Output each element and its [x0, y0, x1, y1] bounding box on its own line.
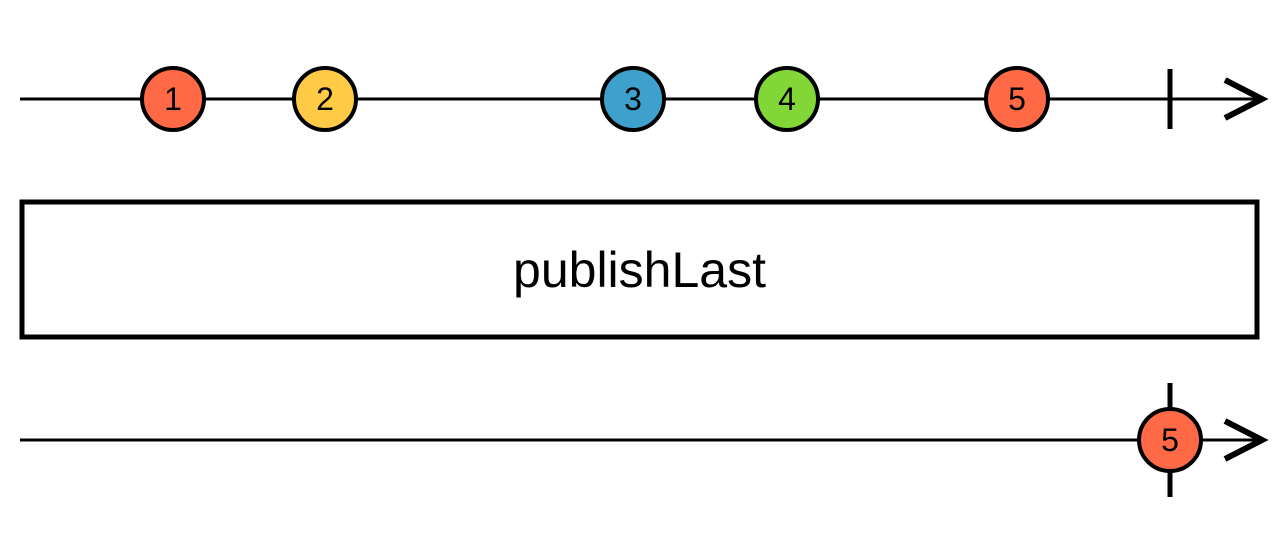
marble-circle[interactable]	[292, 66, 358, 132]
operator-label: publishLast	[513, 242, 766, 298]
marble-3[interactable]: 3	[600, 66, 666, 132]
marble-2[interactable]: 2	[292, 66, 358, 132]
marble-circle	[1137, 407, 1203, 473]
marble-circle[interactable]	[754, 66, 820, 132]
marble-circle[interactable]	[984, 66, 1050, 132]
marble-value: 4	[778, 81, 796, 117]
operator: publishLast	[19, 199, 1260, 340]
marble-value: 2	[316, 81, 334, 117]
marble-4[interactable]: 4	[754, 66, 820, 132]
arrow-head-icon	[1223, 77, 1269, 121]
output-stream: 5	[20, 383, 1269, 497]
source-stream: 1 2 3 4 5	[20, 66, 1269, 132]
operator-box	[19, 199, 1260, 340]
marble-5: 5	[1137, 407, 1203, 473]
marble-5[interactable]: 5	[984, 66, 1050, 132]
arrow-head-icon	[1223, 418, 1269, 462]
marble-1[interactable]: 1	[140, 66, 206, 132]
marble-circle[interactable]	[600, 66, 666, 132]
marble-value: 5	[1008, 81, 1026, 117]
marble-value: 5	[1161, 422, 1179, 458]
marble-value: 3	[624, 81, 642, 117]
marble-circle[interactable]	[140, 66, 206, 132]
marble-value: 1	[164, 81, 182, 117]
